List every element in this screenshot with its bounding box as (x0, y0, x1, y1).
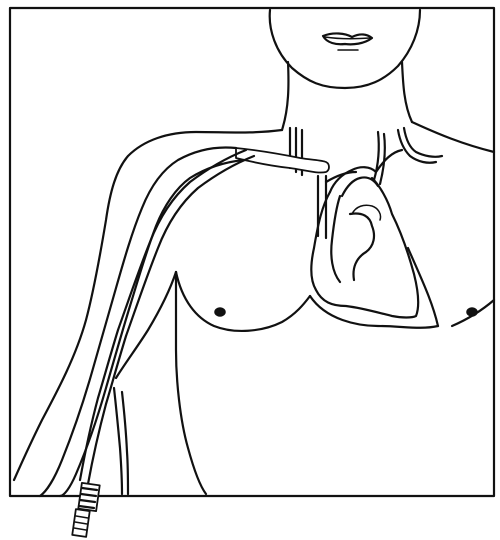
chin-outline (270, 10, 420, 88)
right-carotid-2 (380, 134, 385, 184)
aortic-arch-inner (342, 177, 378, 196)
right-nipple (467, 308, 477, 316)
subclavian-vein (236, 148, 329, 173)
right-carotid-1 (374, 132, 379, 180)
elbow-vein-2 (122, 392, 128, 494)
neck-left (282, 62, 288, 130)
right-pectoral (408, 248, 438, 326)
neck-right (402, 62, 412, 122)
heart-inner-left (331, 196, 340, 282)
left-nipple (215, 308, 225, 316)
catheter-outer-2 (88, 156, 254, 484)
mouth-line (325, 37, 370, 39)
heart-outline (311, 178, 418, 318)
right-shoulder-line (412, 122, 494, 152)
heart-inner-septum (350, 214, 374, 281)
arm-inner-contour (176, 272, 206, 494)
elbow-vein-1 (114, 388, 122, 494)
right-subclavian-1 (398, 130, 436, 163)
aortic-arch (330, 150, 402, 192)
frame-border (10, 8, 494, 496)
left-pectoral (176, 272, 310, 331)
shoulder-outer (14, 130, 282, 480)
